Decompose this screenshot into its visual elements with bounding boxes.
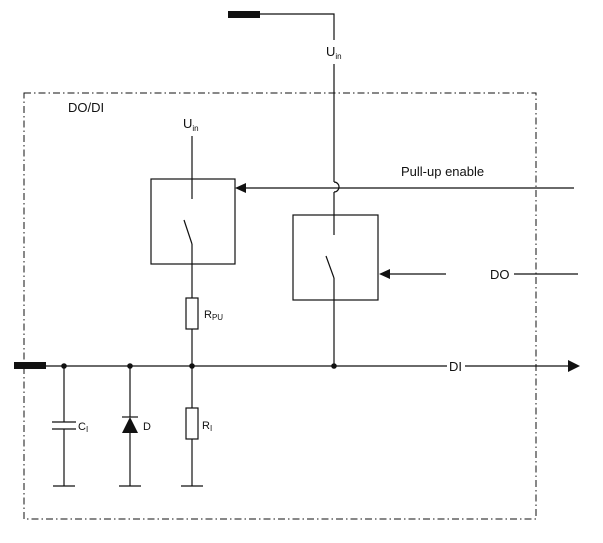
pull-up-enable-arrow bbox=[235, 183, 246, 193]
rpu-resistor bbox=[185, 297, 199, 330]
module-boundary bbox=[23, 92, 537, 520]
supply-wire-top bbox=[260, 13, 335, 40]
diode-label: D bbox=[143, 421, 151, 433]
pull-up-switch-blade bbox=[183, 219, 193, 245]
module-label: DO/DI bbox=[68, 100, 104, 115]
supply-terminal bbox=[228, 11, 260, 18]
ri-resistor bbox=[185, 407, 199, 440]
ci-label: CI bbox=[78, 421, 88, 434]
ri-label: RI bbox=[202, 420, 212, 433]
diode-symbol bbox=[122, 417, 138, 433]
junction-dot-do-switch bbox=[331, 363, 337, 369]
di-output-arrow bbox=[568, 360, 580, 372]
input-terminal bbox=[14, 362, 46, 369]
uin-inner-label: Uin bbox=[183, 116, 199, 133]
pull-up-enable-label: Pull-up enable bbox=[401, 164, 484, 179]
rpu-label: RPU bbox=[204, 309, 223, 322]
do-label: DO bbox=[490, 267, 510, 282]
do-input-arrow bbox=[379, 269, 390, 279]
di-label: DI bbox=[449, 359, 462, 374]
pull-up-switch-box bbox=[150, 178, 236, 265]
do-switch-box bbox=[292, 214, 379, 301]
do-switch-blade bbox=[325, 255, 335, 279]
uin-top-label: Uin bbox=[326, 44, 342, 61]
wire-crossover-hop bbox=[333, 181, 340, 193]
